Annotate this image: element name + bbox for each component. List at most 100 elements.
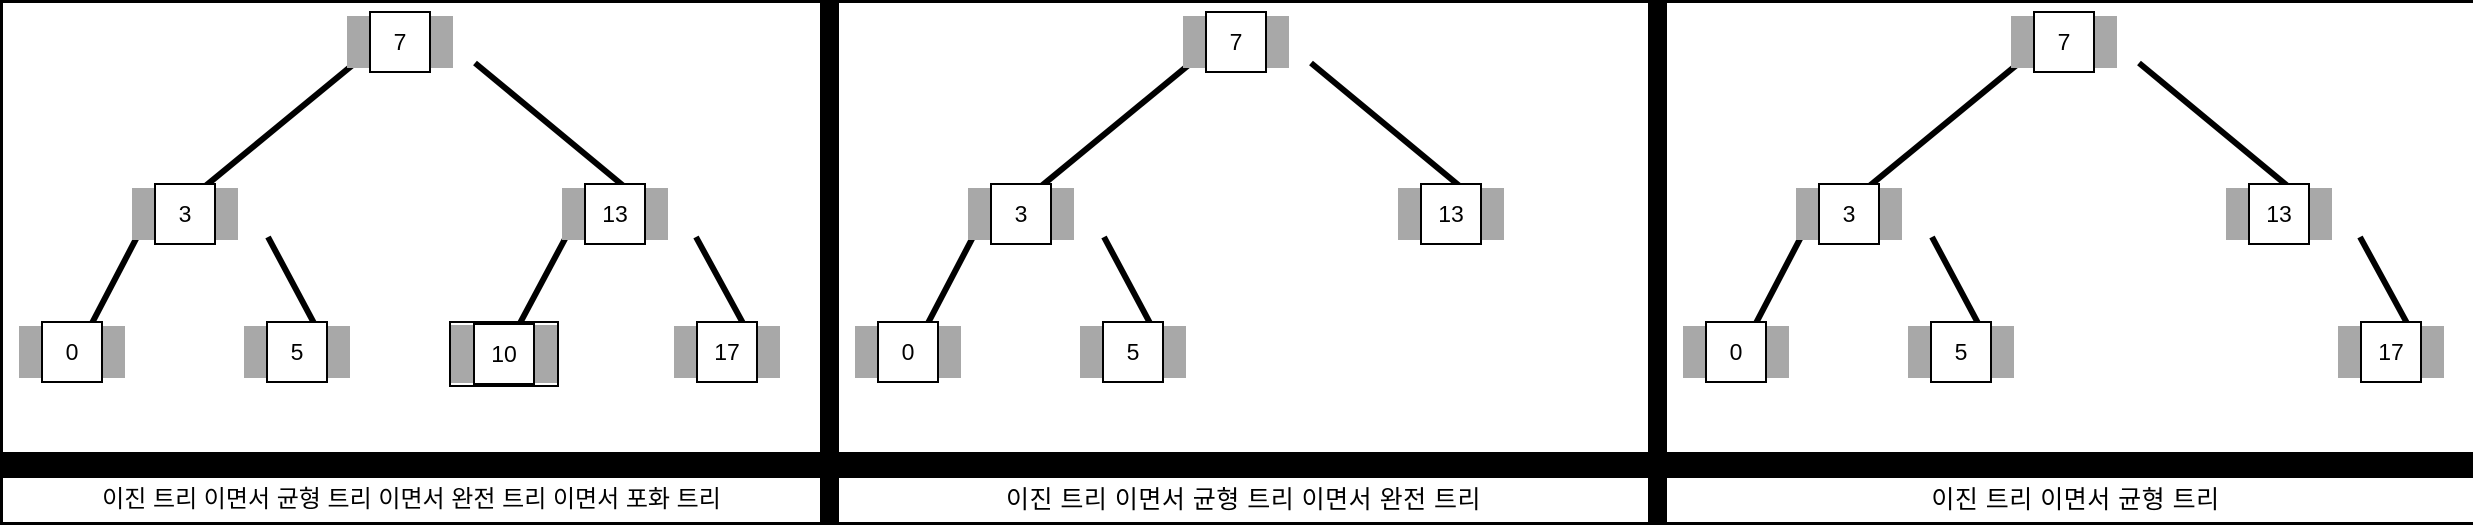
node-key-label: 13 [1420, 183, 1482, 245]
tree-edge-n3-n5 [1101, 235, 1154, 327]
left-pointer-block [968, 188, 990, 240]
panel-divider [1651, 0, 1664, 525]
tree-panel-2: 7 3 13 0 5 이진 트리 이면서 균형 트리 이면서 완전 트리 [836, 0, 1651, 525]
tree-node-0[interactable]: 0 [1683, 321, 1789, 383]
tree-node-3[interactable]: 3 [1796, 183, 1902, 245]
right-pointer-block [2422, 326, 2444, 378]
node-key-label: 13 [2248, 183, 2310, 245]
left-pointer-block [244, 326, 266, 378]
panel-separator-band [0, 455, 823, 475]
node-key-label: 7 [2033, 11, 2095, 73]
node-key-label: 3 [154, 183, 216, 245]
left-pointer-block [1080, 326, 1102, 378]
node-key-label: 5 [266, 321, 328, 383]
left-pointer-block [347, 16, 369, 68]
tree-node-7[interactable]: 7 [347, 11, 453, 73]
tree-canvas: 7 3 13 0 5 10 17 [0, 0, 823, 455]
node-key-label: 3 [1818, 183, 1880, 245]
tree-node-7[interactable]: 7 [2011, 11, 2117, 73]
node-key-label: 0 [1705, 321, 1767, 383]
tree-edge-n7-n3 [201, 60, 357, 191]
left-pointer-block [132, 188, 154, 240]
tree-node-3[interactable]: 3 [132, 183, 238, 245]
tree-node-5[interactable]: 5 [244, 321, 350, 383]
right-pointer-block [2310, 188, 2332, 240]
right-pointer-block [1482, 188, 1504, 240]
tree-edge-n3-n0 [924, 235, 976, 327]
tree-panel-1: 7 3 13 0 5 10 17 이진 트리 이면서 균형 트리 이면서 완전 트리 이면서 … [0, 0, 823, 525]
right-pointer-block [646, 188, 668, 240]
right-pointer-block [431, 16, 453, 68]
node-key-label: 13 [584, 183, 646, 245]
panel-divider [823, 0, 836, 525]
left-pointer-block [1683, 326, 1705, 378]
tree-edge-n7-n13 [1309, 60, 1464, 191]
tree-edge-n7-n13 [2137, 60, 2292, 191]
right-pointer-block [328, 326, 350, 378]
left-pointer-block [1183, 16, 1205, 68]
tree-node-5[interactable]: 5 [1080, 321, 1186, 383]
left-pointer-block [674, 326, 696, 378]
tree-node-10[interactable]: 10 [449, 321, 559, 387]
node-key-label: 17 [2360, 321, 2422, 383]
panel-separator-band [836, 455, 1651, 475]
left-pointer-block [19, 326, 41, 378]
tree-node-0[interactable]: 0 [19, 321, 125, 383]
tree-edge-n7-n13 [473, 60, 628, 191]
tree-node-13[interactable]: 13 [1398, 183, 1504, 245]
tree-edge-n3-n5 [1929, 235, 1982, 327]
left-pointer-block [855, 326, 877, 378]
right-pointer-block [758, 326, 780, 378]
left-pointer-block [2226, 188, 2248, 240]
tree-edge-n3-n5 [265, 235, 318, 327]
right-pointer-block [1767, 326, 1789, 378]
left-pointer-block [1398, 188, 1420, 240]
tree-edge-n13-n17 [2357, 235, 2411, 327]
panel-separator-band [1664, 455, 2473, 475]
right-pointer-block [2095, 16, 2117, 68]
left-pointer-block [1796, 188, 1818, 240]
tree-node-3[interactable]: 3 [968, 183, 1074, 245]
tree-edge-n7-n3 [1037, 60, 1193, 191]
left-pointer-block [1908, 326, 1930, 378]
node-key-label: 3 [990, 183, 1052, 245]
node-key-label: 5 [1102, 321, 1164, 383]
tree-node-0[interactable]: 0 [855, 321, 961, 383]
right-pointer-block [103, 326, 125, 378]
panel-caption-text: 이진 트리 이면서 균형 트리 이면서 완전 트리 [1005, 485, 1482, 514]
tree-edge-n13-n17 [693, 235, 747, 327]
left-pointer-block [562, 188, 584, 240]
tree-node-17[interactable]: 17 [674, 321, 780, 383]
panel-caption-text: 이진 트리 이면서 균형 트리 [1931, 485, 2220, 514]
right-pointer-block [1992, 326, 2014, 378]
node-key-label: 0 [877, 321, 939, 383]
right-pointer-block [535, 325, 557, 383]
right-pointer-block [1052, 188, 1074, 240]
panel-caption-box: 이진 트리 이면서 균형 트리 이면서 완전 트리 이면서 포화 트리 [0, 475, 823, 525]
panel-caption-box: 이진 트리 이면서 균형 트리 [1664, 475, 2473, 525]
tree-node-7[interactable]: 7 [1183, 11, 1289, 73]
panel-caption-box: 이진 트리 이면서 균형 트리 이면서 완전 트리 [836, 475, 1651, 525]
right-pointer-block [1164, 326, 1186, 378]
right-pointer-block [1880, 188, 1902, 240]
tree-edge-n3-n0 [88, 235, 140, 327]
right-pointer-block [216, 188, 238, 240]
tree-edge-n7-n3 [1865, 60, 2021, 191]
tree-canvas: 7 3 13 0 5 17 [1664, 0, 2473, 455]
tree-node-17[interactable]: 17 [2338, 321, 2444, 383]
node-key-label: 17 [696, 321, 758, 383]
tree-node-13[interactable]: 13 [562, 183, 668, 245]
node-key-label: 0 [41, 321, 103, 383]
node-key-label: 7 [369, 11, 431, 73]
right-pointer-block [1267, 16, 1289, 68]
right-pointer-block [939, 326, 961, 378]
tree-node-5[interactable]: 5 [1908, 321, 2014, 383]
panel-caption-text: 이진 트리 이면서 균형 트리 이면서 완전 트리 이면서 포화 트리 [102, 486, 721, 513]
tree-node-13[interactable]: 13 [2226, 183, 2332, 245]
node-key-label: 10 [473, 323, 535, 385]
tree-edge-n3-n0 [1752, 235, 1804, 327]
left-pointer-block [451, 325, 473, 383]
left-pointer-block [2011, 16, 2033, 68]
tree-canvas: 7 3 13 0 5 [836, 0, 1651, 455]
